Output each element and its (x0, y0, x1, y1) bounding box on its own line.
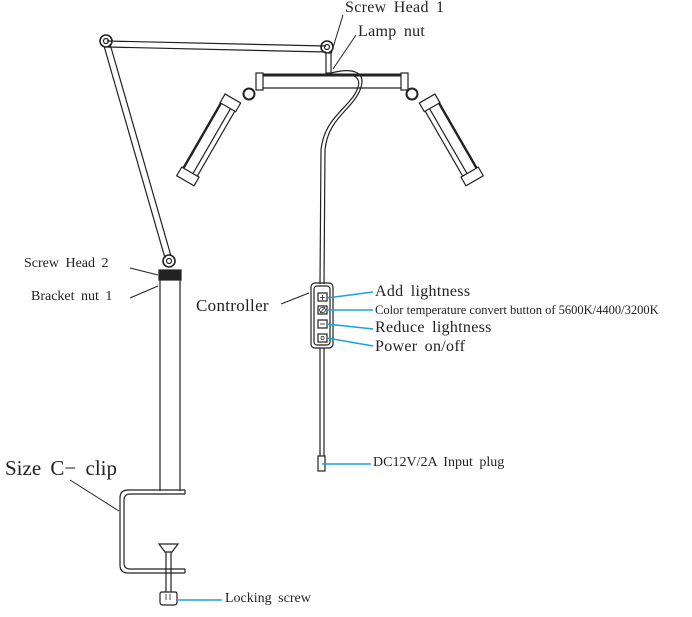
label-power: Power on/off (375, 338, 466, 355)
black-leaders (69, 14, 357, 512)
blue-leaders (177, 291, 374, 601)
label-bracket-nut-1: Bracket nut 1 (31, 289, 113, 304)
power-cable (319, 70, 363, 456)
left-hinge (242, 87, 256, 101)
label-screw-head-2: Screw Head 2 (24, 256, 109, 271)
upper-arm (106, 40, 327, 53)
clamp-screw (157, 543, 180, 606)
screw-head-1 (325, 52, 332, 74)
top-left-pivot (99, 34, 113, 48)
pole (158, 269, 182, 491)
right-hinge (405, 87, 419, 101)
label-input-plug: DC12V/2A Input plug (373, 455, 505, 470)
label-locking-screw: Locking screw (225, 591, 311, 606)
controller-buttons (317, 292, 328, 343)
controller-body (310, 282, 334, 349)
label-screw-head-1: Screw Head 1 (345, 0, 445, 16)
label-controller: Controller (196, 296, 269, 315)
left-lamp-tube (175, 93, 242, 187)
bottom-pivot (162, 254, 176, 268)
top-right-pivot (320, 40, 334, 54)
label-c-clip: Size C− clip (5, 456, 117, 480)
diagonal-arm (103, 43, 172, 259)
c-clip (119, 489, 186, 574)
lamp-center-bar (255, 72, 409, 91)
label-add-lightness: Add lightness (375, 283, 471, 300)
label-reduce-lightness: Reduce lightness (375, 319, 492, 336)
label-color-temperature: Color temperature convert button of 5600… (375, 303, 659, 317)
label-lamp-nut: Lamp nut (358, 23, 426, 40)
right-lamp-tube (418, 93, 485, 187)
